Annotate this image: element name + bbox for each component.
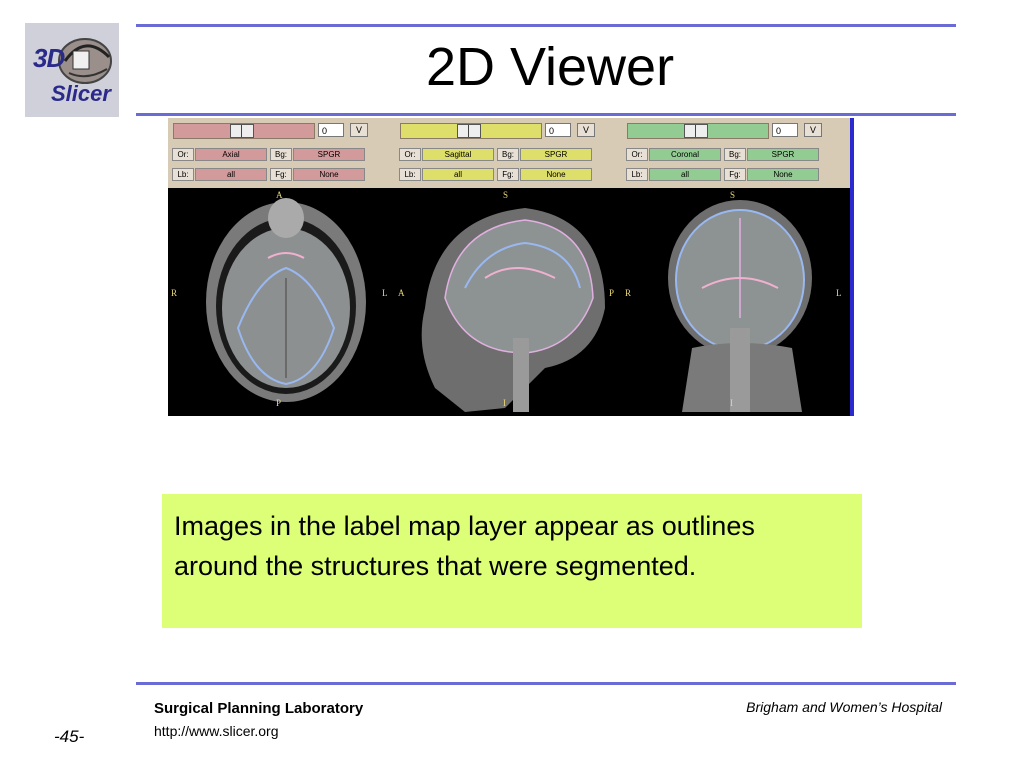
slice-offset-input-sagittal[interactable]: 0 xyxy=(545,123,571,137)
footer-rule xyxy=(136,682,956,685)
orient-mark-right-sagittal: P xyxy=(609,288,615,298)
bg-select-sagittal[interactable]: SPGR xyxy=(520,148,592,161)
orient-label: Or: xyxy=(399,148,421,161)
visibility-button-sagittal[interactable]: V xyxy=(577,123,595,137)
slicer-2d-viewer: 0 V Or: Axial Bg: SPGR Lb: all Fg: None … xyxy=(168,118,854,416)
orient-label: Or: xyxy=(626,148,648,161)
label-layer-select-axial[interactable]: all xyxy=(195,168,267,181)
control-panel-axial: 0 V Or: Axial Bg: SPGR Lb: all Fg: None xyxy=(168,118,395,188)
logo-text-slicer: Slicer xyxy=(51,81,111,106)
orient-mark-left-coronal: R xyxy=(625,288,632,298)
label-layer-select-coronal[interactable]: all xyxy=(649,168,721,181)
logo-text-3d: 3D xyxy=(33,43,65,73)
header-rule-top xyxy=(136,24,956,27)
control-panel-sagittal: 0 V Or: Sagittal Bg: SPGR Lb: all Fg: No… xyxy=(395,118,622,188)
orient-mark-bottom-axial: P xyxy=(276,398,282,408)
fg-label: Fg: xyxy=(270,168,292,181)
orient-label: Or: xyxy=(172,148,194,161)
label-layer-label: Lb: xyxy=(172,168,194,181)
slice-offset-input-axial[interactable]: 0 xyxy=(318,123,344,137)
slice-view-axial[interactable]: A P R L xyxy=(168,188,394,412)
control-panel-coronal: 0 V Or: Coronal Bg: SPGR Lb: all Fg: Non… xyxy=(622,118,850,188)
bg-label: Bg: xyxy=(497,148,519,161)
visibility-button-coronal[interactable]: V xyxy=(804,123,822,137)
orient-mark-top-axial: A xyxy=(276,190,283,200)
orient-mark-bottom-sagittal: I xyxy=(503,398,506,408)
bg-label: Bg: xyxy=(724,148,746,161)
bg-label: Bg: xyxy=(270,148,292,161)
sagittal-mri-image xyxy=(421,208,605,412)
orient-mark-top-coronal: S xyxy=(730,190,736,200)
page-title: 2D Viewer xyxy=(425,37,675,97)
orient-select-axial[interactable]: Axial xyxy=(195,148,267,161)
orient-select-sagittal[interactable]: Sagittal xyxy=(422,148,494,161)
footer-url[interactable]: http://www.slicer.org xyxy=(154,723,279,739)
orient-mark-bottom-coronal: I xyxy=(730,398,733,408)
orient-mark-left-sagittal: A xyxy=(398,288,405,298)
label-layer-label: Lb: xyxy=(626,168,648,181)
orient-mark-left-axial: R xyxy=(171,288,178,298)
footer-lab-name: Surgical Planning Laboratory xyxy=(154,700,364,717)
fg-select-axial[interactable]: None xyxy=(293,168,365,181)
slice-view-coronal[interactable]: S I R L xyxy=(622,188,848,412)
page-number: -45- xyxy=(54,727,85,746)
brain-logo-icon xyxy=(25,23,119,117)
axial-mri-image xyxy=(206,198,366,402)
label-layer-label: Lb: xyxy=(399,168,421,181)
bg-select-coronal[interactable]: SPGR xyxy=(747,148,819,161)
visibility-button-axial[interactable]: V xyxy=(350,123,368,137)
coronal-mri-image xyxy=(668,200,812,412)
bg-select-axial[interactable]: SPGR xyxy=(293,148,365,161)
footer-hospital: Brigham and Women’s Hospital xyxy=(746,699,942,715)
slice-slider-thumb-axial[interactable] xyxy=(230,124,254,138)
orient-select-coronal[interactable]: Coronal xyxy=(649,148,721,161)
slice-offset-input-coronal[interactable]: 0 xyxy=(772,123,798,137)
fg-select-coronal[interactable]: None xyxy=(747,168,819,181)
orient-mark-top-sagittal: S xyxy=(503,190,509,200)
header-rule-bottom xyxy=(136,113,956,116)
orient-mark-right-axial: L xyxy=(382,288,388,298)
note-text: Images in the label map layer appear as … xyxy=(174,511,755,581)
fg-label: Fg: xyxy=(497,168,519,181)
fg-label: Fg: xyxy=(724,168,746,181)
slicer-logo: 3D Slicer xyxy=(25,23,119,117)
slice-slider-thumb-coronal[interactable] xyxy=(684,124,708,138)
orient-mark-right-coronal: L xyxy=(836,288,842,298)
note-box: Images in the label map layer appear as … xyxy=(162,494,862,628)
viewer-scrollbar[interactable] xyxy=(850,118,854,416)
fg-select-sagittal[interactable]: None xyxy=(520,168,592,181)
label-layer-select-sagittal[interactable]: all xyxy=(422,168,494,181)
slice-slider-thumb-sagittal[interactable] xyxy=(457,124,481,138)
slice-view-sagittal[interactable]: S I A P xyxy=(395,188,621,412)
